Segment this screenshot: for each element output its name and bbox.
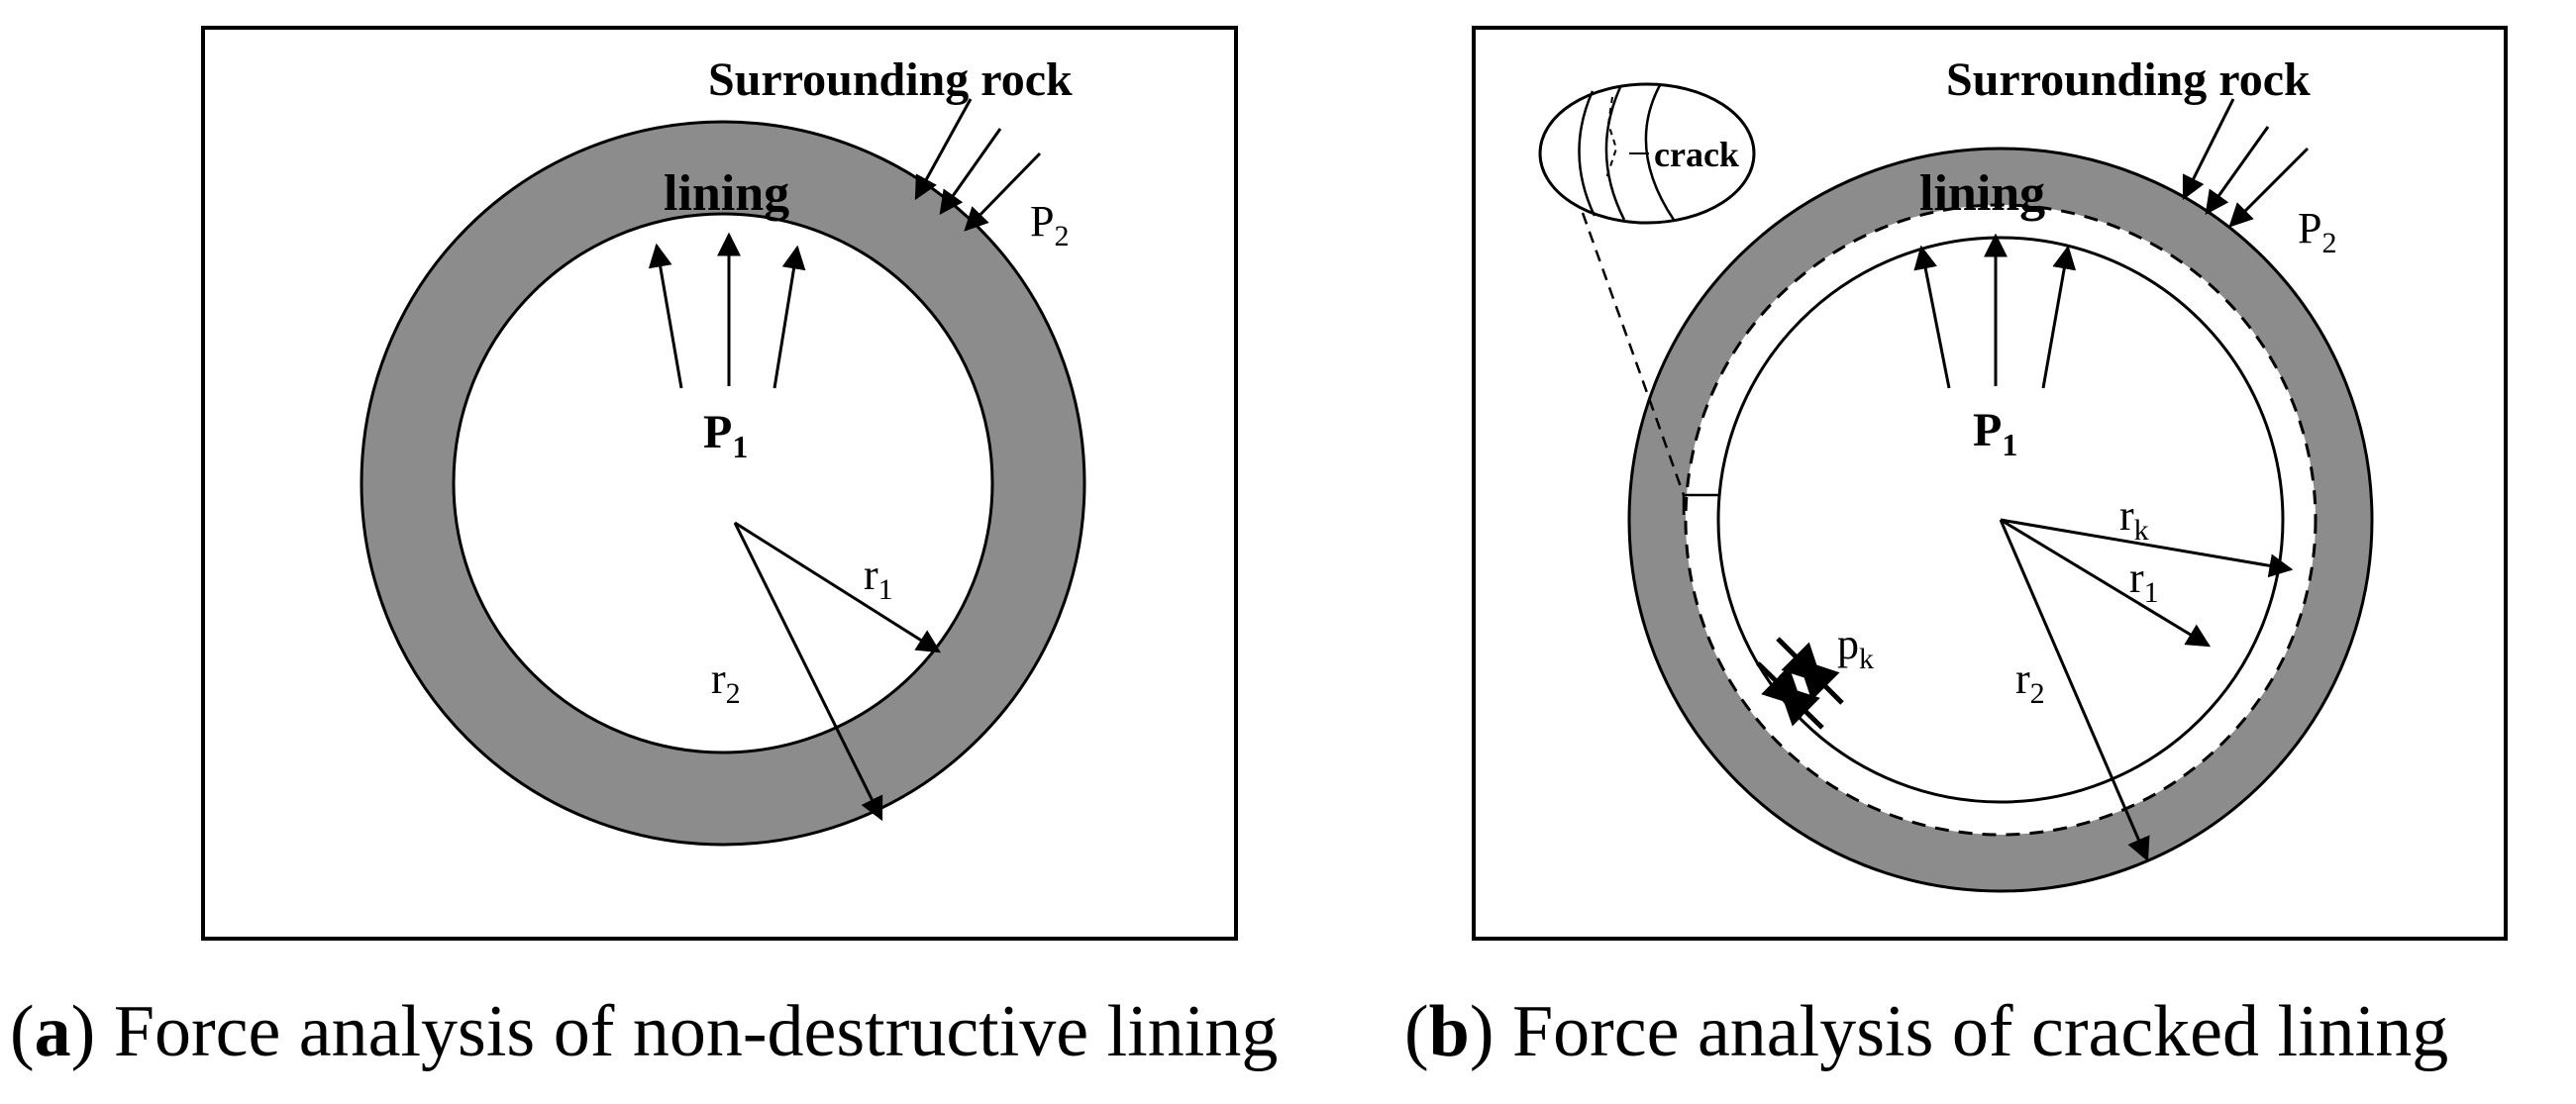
panel-b-p1-arrow-1 bbox=[1913, 245, 1951, 389]
panel-b-p2-arrow-2 bbox=[2205, 126, 2270, 215]
caption-a-letter: a bbox=[34, 991, 71, 1072]
panel-b-crack-detail-arc-2 bbox=[1604, 86, 1626, 221]
panel-b-r1-label: r1 bbox=[2129, 553, 2159, 609]
caption-b-letter: b bbox=[1428, 991, 1470, 1072]
panel-a-r1-arrow bbox=[734, 521, 942, 653]
caption-b: (b) Force analysis of cracked lining bbox=[1404, 995, 2448, 1068]
panel-a-lining-label: lining bbox=[664, 165, 789, 222]
panel-a-r2-arrow bbox=[733, 522, 883, 822]
panel-b-p1-label: P1 bbox=[1973, 404, 2017, 462]
panel-b-pk-arrow-4 bbox=[1798, 658, 1844, 705]
panel-a-p2-label: P2 bbox=[1030, 197, 1069, 252]
panel-b-r1-arrow bbox=[2000, 518, 2212, 648]
panel-a-p1-label: P1 bbox=[703, 406, 748, 464]
panel-b-crack-label: crack bbox=[1654, 135, 1739, 174]
panel-a-surrounding-rock-label: Surrounding rock bbox=[708, 53, 1073, 106]
caption-b-close: ) bbox=[1469, 991, 1494, 1072]
panel-b-pk-arrow-2 bbox=[1778, 684, 1824, 730]
panel-b-p2-arrow-1 bbox=[2182, 98, 2235, 201]
panel-a-r2-label: r2 bbox=[711, 654, 741, 710]
caption-a-open: ( bbox=[10, 991, 35, 1072]
panel-a: Surrounding rock lining P2 P1 r1 r2 bbox=[201, 26, 1238, 941]
panel-b-pk-label: pk bbox=[1837, 620, 1874, 675]
panel-a-p2-arrow-2 bbox=[939, 128, 1002, 215]
panel-a-r1-label: r1 bbox=[864, 551, 893, 606]
panel-b-crack-detail-crack-line bbox=[1605, 96, 1618, 179]
panel-b: Surrounding rock lining crack P2 P1 rk r… bbox=[1472, 26, 2508, 941]
panel-a-p2-arrow-1 bbox=[914, 98, 973, 201]
caption-b-text: Force analysis of cracked lining bbox=[1494, 991, 2449, 1072]
panel-b-surrounding-rock-label: Surrounding rock bbox=[1946, 53, 2311, 106]
panel-b-detail-leader-1 bbox=[1581, 212, 1686, 496]
panel-b-rk-arrow bbox=[2000, 518, 2294, 578]
caption-b-open: ( bbox=[1404, 991, 1429, 1072]
panel-b-crack-detail-arc-3 bbox=[1644, 84, 1676, 221]
panel-b-lining-label: lining bbox=[1919, 165, 2045, 222]
panel-a-p1-arrow-3 bbox=[773, 245, 806, 389]
caption-a-close: ) bbox=[70, 991, 96, 1072]
caption-a-text: Force analysis of non-destructive lining bbox=[95, 991, 1279, 1072]
panel-a-p1-arrow-1 bbox=[648, 243, 683, 389]
panel-b-r2-label: r2 bbox=[2015, 654, 2045, 710]
panel-b-r2-arrow bbox=[1999, 519, 2150, 862]
panel-b-p2-arrow-3 bbox=[2228, 147, 2310, 228]
panel-b-crack-detail-arc-1 bbox=[1578, 90, 1597, 217]
panel-b-rk-label: rk bbox=[2119, 491, 2149, 547]
panel-b-p1-arrow-3 bbox=[2041, 245, 2077, 389]
panel-b-p2-label: P2 bbox=[2298, 204, 2336, 259]
panel-a-lining-inner bbox=[452, 212, 994, 754]
panel-a-p2-arrow-3 bbox=[964, 151, 1042, 232]
caption-a: (a) Force analysis of non-destructive li… bbox=[10, 995, 1278, 1068]
